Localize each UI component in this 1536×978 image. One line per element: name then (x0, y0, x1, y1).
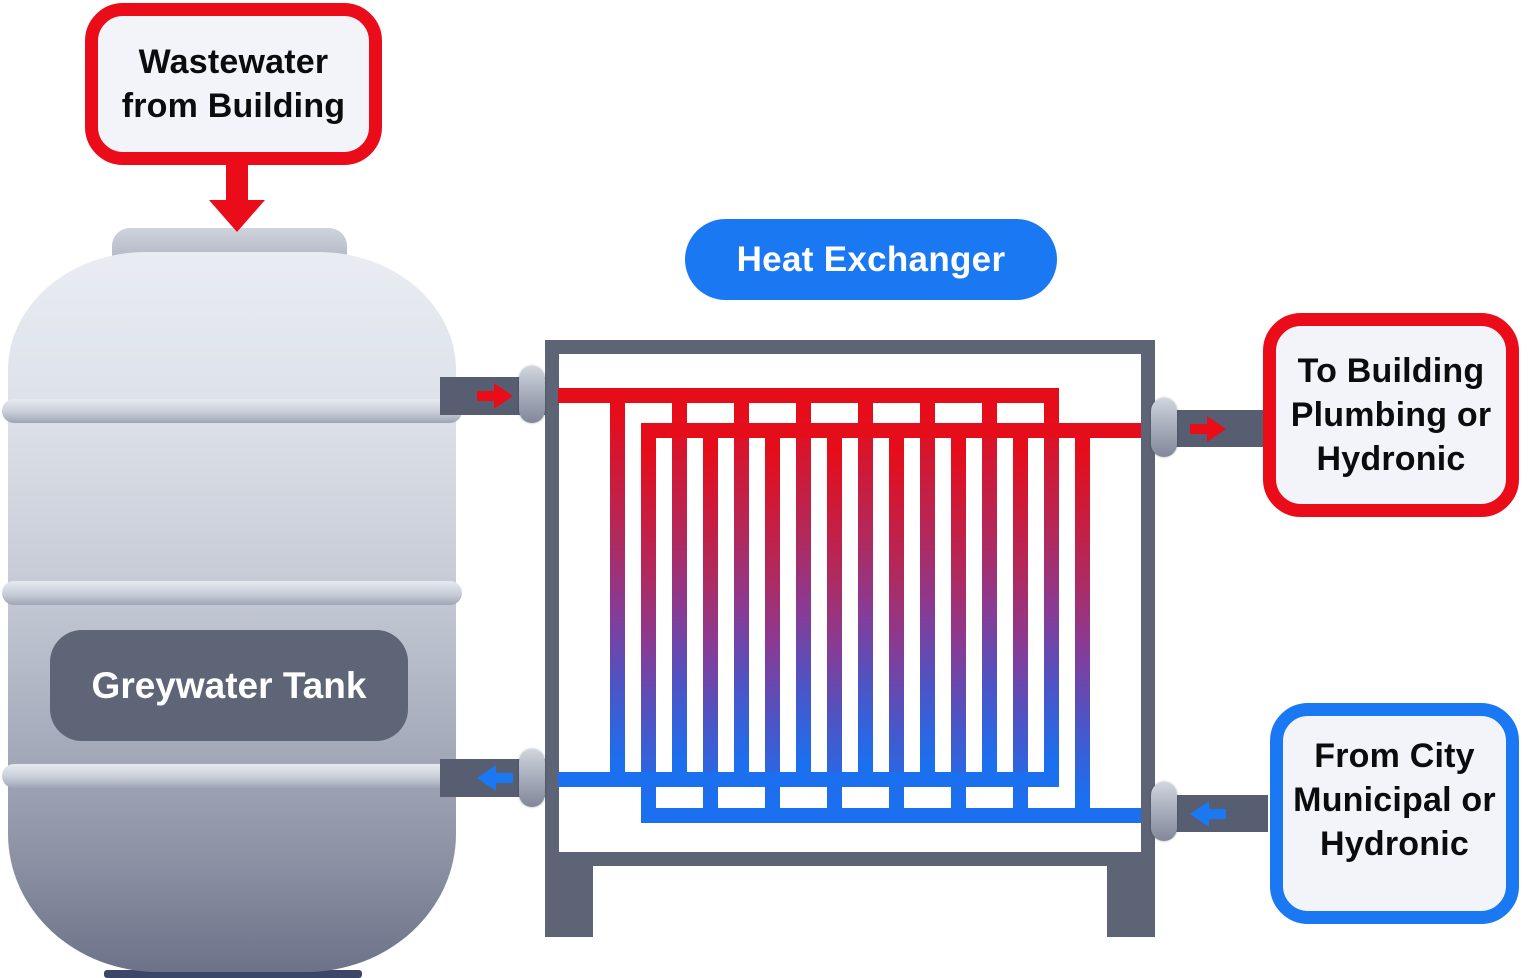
blue-left-arrow-icon (477, 765, 513, 791)
tank-base (104, 970, 362, 978)
blue-left-arrow-icon (1190, 800, 1226, 827)
tank-band (2, 399, 462, 423)
heat-exchanger-label: Heat Exchanger (685, 219, 1057, 300)
callout-line: Plumbing or (1290, 396, 1492, 434)
heat-exchanger-frame (545, 340, 1155, 866)
tank-label: Greywater Tank (50, 630, 408, 741)
callout-line: Hydronic (1316, 440, 1466, 478)
tank-band (2, 764, 462, 788)
exchanger-leg (1107, 866, 1155, 937)
wastewater-callout: Wastewater from Building (85, 3, 382, 165)
from-city-callout: From City Municipal or Hydronic (1270, 703, 1519, 924)
greywater-tank (8, 252, 456, 972)
callout-line: Hydronic (1320, 824, 1469, 863)
callout-line: from Building (121, 87, 346, 125)
tank-band (2, 581, 462, 605)
nozzle (1151, 398, 1177, 457)
callout-line: To Building (1297, 352, 1485, 390)
to-building-callout: To Building Plumbing or Hydronic (1263, 313, 1519, 517)
red-right-arrow-icon (1190, 415, 1226, 442)
nozzle (519, 366, 545, 423)
callout-line: Municipal or (1293, 780, 1496, 819)
callout-line: Wastewater (138, 43, 329, 81)
red-right-arrow-icon (477, 383, 513, 409)
callout-line: From City (1314, 736, 1475, 775)
red-down-arrow-icon (209, 164, 265, 232)
nozzle (519, 749, 545, 807)
nozzle (1151, 782, 1177, 841)
exchanger-leg (545, 866, 593, 937)
